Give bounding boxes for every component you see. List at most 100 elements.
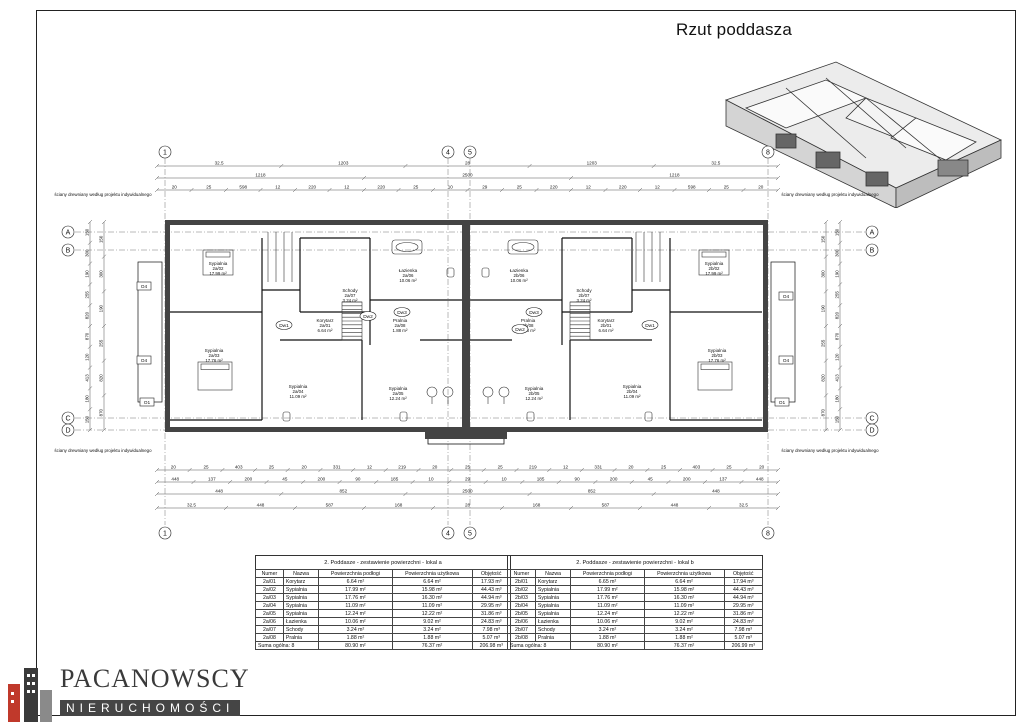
dimension-label: 32.5	[711, 161, 720, 166]
room-name: Schody	[576, 288, 592, 293]
dim-tick	[101, 427, 107, 433]
dimension-label: 180	[835, 395, 840, 403]
table-cell: 44.94 m³	[471, 593, 511, 602]
table-cell: 3.24 m²	[643, 625, 725, 634]
dim-tick	[483, 479, 488, 485]
room-code: 2a/08	[395, 323, 407, 328]
dimension-label: 852	[339, 489, 347, 494]
table-cell: Sypialnia	[282, 585, 320, 594]
dimension-label: 200	[683, 477, 691, 482]
dimension-label: 120	[835, 353, 840, 361]
table-cell: Suma ogólna: 8	[254, 641, 320, 650]
dim-tick	[837, 365, 843, 370]
dim-tick	[191, 479, 196, 485]
table-cell: 6.64 m²	[318, 577, 393, 586]
dim-tick	[593, 479, 598, 485]
room-name: Sypialnia	[389, 386, 408, 391]
table-cell: 31.86 m³	[723, 609, 763, 618]
dimension-label: 220	[308, 185, 316, 190]
dimension-label: 32.5	[215, 161, 224, 166]
dim-tick	[837, 303, 843, 308]
table-cell: 29.95 m³	[471, 601, 511, 610]
column-header: Objętość	[471, 569, 511, 578]
outer-wall-bottom	[165, 427, 425, 432]
dim-tick	[101, 289, 107, 294]
window-tag	[136, 281, 152, 291]
table-cell: 17.76 m²	[318, 593, 393, 602]
dimension-label: 25	[413, 185, 419, 190]
room-name: Korytarz	[316, 318, 334, 323]
drawing-title: Rzut poddasza	[676, 20, 793, 39]
dimension-label: 870	[85, 332, 90, 340]
room-name: Pralnia	[393, 318, 408, 323]
dim-tick	[350, 467, 356, 473]
table-cell: 6.65 m²	[570, 577, 645, 586]
dim-tick	[651, 163, 656, 169]
dim-tick	[318, 467, 323, 473]
room-name: Pralnia	[521, 318, 536, 323]
table-cell: 31.86 m³	[471, 609, 511, 618]
dim-tick	[101, 358, 107, 363]
dim-tick	[499, 505, 505, 511]
room-name: Łazienka	[399, 268, 418, 273]
dimension-label: 180	[85, 395, 90, 403]
room-code: 2b/07	[579, 293, 591, 298]
area-table-b: 2. Poddasze - zestawienie powierzchni - …	[506, 555, 763, 650]
dim-tick	[264, 479, 269, 485]
dimension-label: 255	[99, 339, 104, 347]
dimension-label: 300	[821, 270, 826, 278]
room-area: 11.09 m²	[623, 394, 641, 399]
dimension-label: 20	[628, 465, 634, 470]
table-cell: 12.24 m²	[318, 609, 393, 618]
dim-tick	[403, 163, 408, 169]
dimension-label: 587	[326, 503, 334, 508]
table-cell: 2b/03	[507, 593, 536, 602]
dim-tick	[645, 467, 650, 473]
table-cell: 5.07 m³	[723, 633, 763, 642]
dim-tick	[499, 187, 505, 193]
dimension-label: 150	[85, 228, 90, 236]
dimension-label: 820	[835, 311, 840, 319]
column-header: Powierzchnia podłogi	[318, 569, 393, 578]
door-tag	[641, 320, 659, 330]
dimension-label: 200	[244, 477, 252, 482]
dimension-label: 10	[501, 477, 507, 482]
dimension-label: 25	[726, 465, 732, 470]
axis-bubble	[761, 145, 775, 159]
table-cell: 44.43 m³	[723, 585, 763, 594]
table-cell: Sypialnia	[282, 609, 320, 618]
toilet	[399, 411, 408, 422]
dimension-label: 32.5	[187, 503, 196, 508]
dimension-label: 403	[235, 465, 243, 470]
dim-tick	[220, 467, 225, 473]
door-tag-label: Dw3	[397, 310, 407, 316]
dim-tick	[279, 491, 284, 497]
window-tag	[774, 397, 790, 407]
column-header: Powierzchnia użytkowa	[391, 569, 473, 578]
company-logo: PACANOWSCY NIERUCHOMOŚCI	[0, 650, 280, 724]
column-header: Nazwa	[534, 569, 572, 578]
dim-tick	[666, 479, 671, 485]
dimension-label: 150	[821, 235, 826, 243]
dim-tick	[187, 467, 192, 473]
table-cell: 15.98 m²	[643, 585, 725, 594]
dim-tick	[252, 467, 258, 473]
table-cell: 15.98 m²	[391, 585, 473, 594]
room-code: 2b/06	[514, 273, 526, 278]
dim-tick	[837, 407, 843, 412]
door-tag-label: Dw2	[363, 314, 373, 320]
dim-tick	[823, 358, 829, 363]
table-cell: Korytarz	[534, 577, 572, 586]
table-cell: Sypialnia	[282, 601, 320, 610]
table-cell: 2a/02	[255, 585, 284, 594]
dimension-label: 25	[498, 465, 504, 470]
bed-pillow	[700, 363, 730, 370]
dim-tick	[547, 467, 552, 473]
